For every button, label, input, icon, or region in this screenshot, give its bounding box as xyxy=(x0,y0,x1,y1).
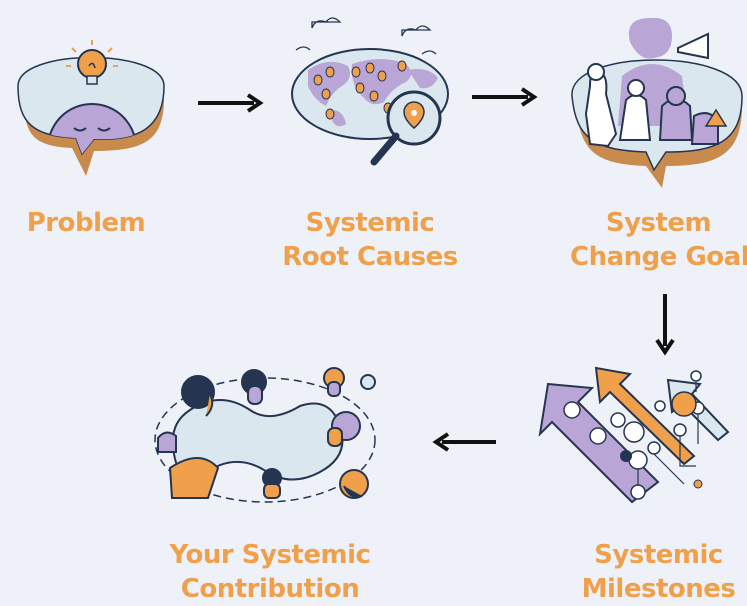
arrow-left-icon xyxy=(432,432,496,452)
step-label-milestones: Systemic Milestones xyxy=(570,538,747,606)
step-label-line: Root Causes xyxy=(282,242,458,272)
step-label-line: System xyxy=(605,208,712,238)
community-heads-icon xyxy=(154,367,376,503)
map-magnifier-icon xyxy=(291,17,449,166)
arrow-right-icon xyxy=(472,87,538,107)
network-arrows-icon xyxy=(538,366,730,504)
arrow-right-icon xyxy=(198,93,264,113)
step-label-root-causes: Systemic Root Causes xyxy=(270,206,470,274)
step-label-line: Contribution xyxy=(180,574,360,604)
step-label-line: Change Goal xyxy=(570,242,747,272)
arrow-down-icon xyxy=(655,294,675,356)
step-label-problem: Problem xyxy=(16,206,156,240)
protest-people-icon xyxy=(571,17,743,188)
step-label-line: Systemic xyxy=(594,540,723,570)
step-label-change-goal: System Change Goal xyxy=(570,206,747,274)
speech-bubble-idea-icon xyxy=(17,40,165,176)
step-label-line: Systemic xyxy=(305,208,435,238)
step-label-contribution: Your Systemic Contribution xyxy=(160,538,380,606)
step-label-line: Your Systemic xyxy=(169,540,371,570)
step-label-line: Problem xyxy=(26,208,146,238)
step-label-line: Milestones xyxy=(581,574,736,604)
